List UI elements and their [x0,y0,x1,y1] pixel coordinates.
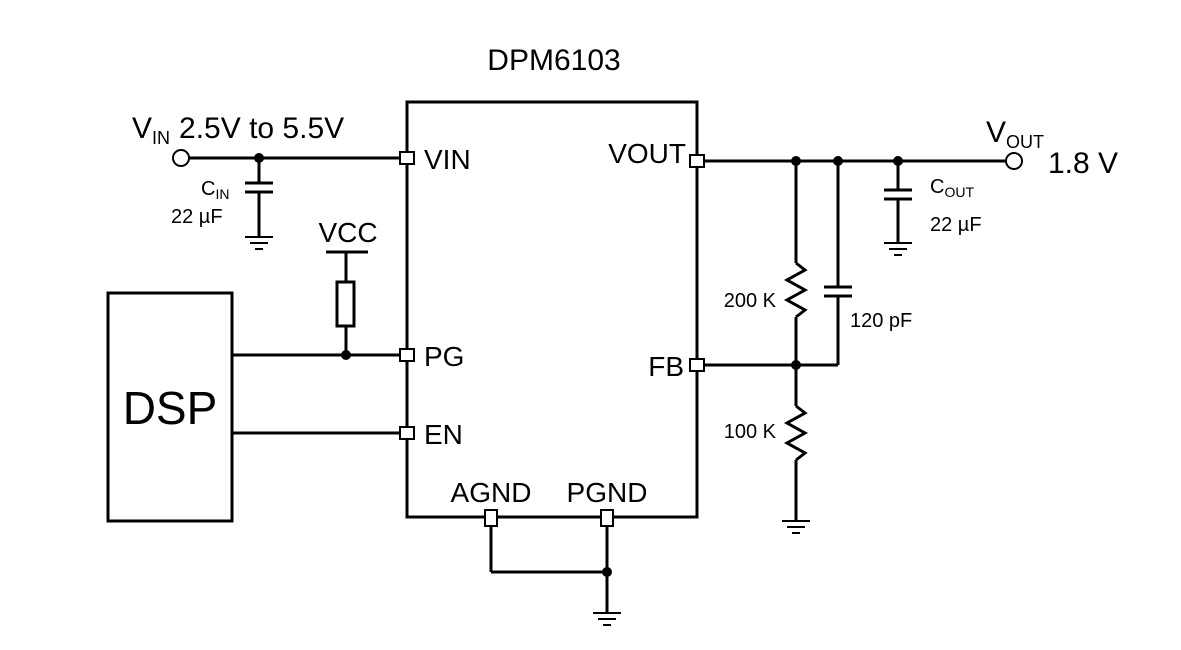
pgnd-ground-symbol [593,612,621,626]
gnd-junction-dot [602,567,612,577]
cout-value: 22 µF [930,214,982,236]
cin-capacitor [245,158,273,236]
vin-pin [399,151,415,165]
fb-pin-label: FB [648,351,684,382]
cout-capacitor [884,161,912,242]
cin-value: 22 µF [171,206,223,228]
en-pin-label: EN [424,419,463,450]
agnd-pin-label: AGND [451,477,532,508]
vout-pin [689,154,705,168]
cin-ground-symbol [245,236,273,250]
agnd-pin [484,509,498,527]
cin-label: CIN [201,178,229,202]
dpm6103-chip-body [405,100,699,519]
r-top-label: 200 K [724,290,777,312]
vout-voltage-value: 1.8 V [1048,147,1118,180]
pullup-resistor [335,280,356,328]
cff-capacitor [824,161,852,365]
chip-title: DPM6103 [487,44,620,77]
r-bottom-resistor [783,404,809,462]
dsp-label: DSP [123,382,218,434]
vout-voltage-symbol: VOUT [986,116,1044,152]
cout-ground-symbol [884,242,912,256]
vin-pin-label: VIN [424,144,471,175]
pgnd-pin [600,509,614,527]
r-bottom-ground-symbol [782,520,810,534]
pg-pin [399,348,415,362]
cout-label: COUT [930,176,974,200]
fb-pin [689,358,705,372]
vout-pin-label: VOUT [608,138,686,169]
vout-output-terminal [1005,152,1023,170]
vin-input-terminal [172,149,190,167]
cff-label: 120 pF [850,310,912,332]
vcc-label: VCC [318,217,377,248]
dsp-block [106,291,234,523]
pg-pin-label: PG [424,341,464,372]
en-pin [399,426,415,440]
r-bottom-label: 100 K [724,421,777,443]
pgnd-pin-label: PGND [567,477,648,508]
r-top-resistor [783,261,809,319]
